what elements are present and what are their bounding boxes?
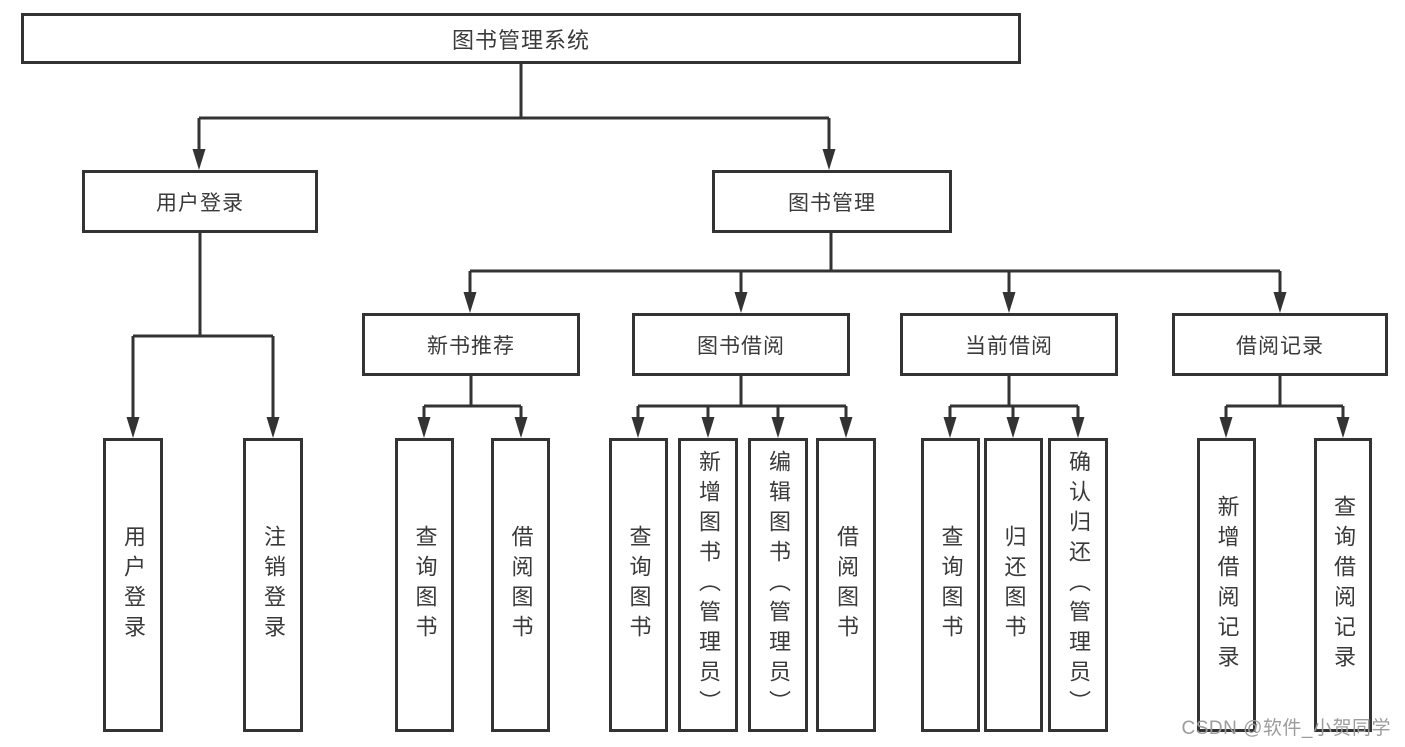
node-borrow-record: 借阅记录 (1172, 313, 1388, 376)
node-user-login: 用户登录 (82, 170, 318, 233)
node-new-book-recommend: 新书推荐 (362, 313, 580, 376)
node-library-management-system: 图书管理系统 (21, 13, 1021, 64)
node-label: 新书推荐 (427, 334, 515, 358)
edge-userlogin-split (131, 233, 275, 420)
arrowhead (631, 417, 645, 438)
leaf-query-book-recommend: 查询图书 (395, 438, 454, 732)
arrowhead (1071, 417, 1085, 438)
node-label: 查询图书 (412, 525, 438, 645)
leaf-query-borrow-record: 查询借阅记录 (1314, 438, 1372, 732)
edge-borrow-split (636, 376, 848, 420)
node-label: 借阅图书 (508, 525, 534, 645)
node-label: 查询图书 (938, 525, 964, 645)
arrowhead (192, 149, 206, 170)
arrowhead (943, 417, 957, 438)
node-label: 编辑图书（管理员） (766, 450, 791, 720)
node-label: 图书借阅 (697, 334, 785, 358)
arrowhead (463, 292, 477, 313)
node-label: 当前借阅 (965, 334, 1053, 358)
leaf-query-book-borrow: 查询图书 (609, 438, 668, 732)
node-label: 查询借阅记录 (1331, 495, 1356, 675)
leaf-logout: 注销登录 (243, 438, 303, 732)
arrowhead (1219, 417, 1233, 438)
leaf-borrow-book: 借阅图书 (816, 438, 876, 732)
edge-record-split (1224, 376, 1345, 420)
arrowhead (1006, 417, 1020, 438)
node-label: 借阅记录 (1236, 334, 1324, 358)
node-label: 新增图书（管理员） (696, 450, 721, 720)
edge-root-split (197, 63, 831, 152)
node-label: 借阅图书 (834, 525, 859, 645)
arrowhead (701, 417, 715, 438)
arrowhead (822, 149, 836, 170)
node-label: 归还图书 (1001, 525, 1027, 645)
arrowhead (417, 417, 431, 438)
edge-current-split (948, 376, 1080, 420)
node-label: 确认归还（管理员） (1066, 450, 1091, 720)
edge-bookmgmt-split (468, 233, 1282, 295)
node-book-management: 图书管理 (712, 170, 952, 233)
node-current-borrow: 当前借阅 (900, 313, 1118, 376)
leaf-edit-book-admin: 编辑图书（管理员） (748, 438, 808, 732)
leaf-query-book-current: 查询图书 (921, 438, 980, 732)
arrowhead (839, 417, 853, 438)
arrowhead (126, 417, 140, 438)
node-label: 图书管理系统 (451, 27, 590, 53)
node-book-borrow: 图书借阅 (632, 313, 850, 376)
node-label: 查询图书 (626, 525, 652, 645)
leaf-add-borrow-record: 新增借阅记录 (1197, 438, 1256, 732)
arrowhead (514, 417, 528, 438)
node-label: 图书管理 (788, 191, 876, 215)
arrowhead (1002, 292, 1016, 313)
arrowhead (771, 417, 785, 438)
leaf-add-book-admin: 新增图书（管理员） (678, 438, 738, 732)
leaf-borrow-book-recommend: 借阅图书 (491, 438, 550, 732)
csdn-watermark: CSDN @软件_小贺同学 (1181, 718, 1391, 739)
node-label: 用户登录 (121, 525, 146, 645)
node-label: 注销登录 (261, 525, 286, 645)
arrowhead (734, 292, 748, 313)
arrowhead (266, 417, 280, 438)
arrowhead (1336, 417, 1350, 438)
edge-newbook-split (422, 376, 523, 420)
leaf-confirm-return-admin: 确认归还（管理员） (1048, 438, 1108, 732)
arrowhead (1273, 292, 1287, 313)
node-label: 新增借阅记录 (1214, 495, 1240, 675)
leaf-user-login: 用户登录 (103, 438, 163, 732)
leaf-return-book: 归还图书 (984, 438, 1043, 732)
node-label: 用户登录 (156, 191, 244, 215)
